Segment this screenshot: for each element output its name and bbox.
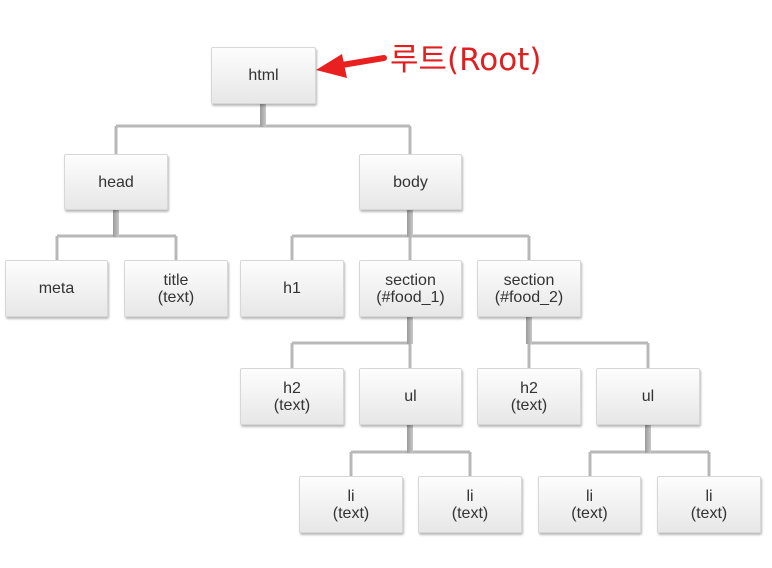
node-section-food-1: section (#food_1) (359, 260, 462, 317)
node-ul-a: ul (359, 368, 462, 425)
node-section-food-2: section (#food_2) (477, 260, 581, 317)
node-html: html (211, 47, 316, 104)
node-h2-b: h2 (text) (477, 368, 581, 425)
node-head: head (64, 154, 168, 210)
node-h2-a: h2 (text) (240, 368, 344, 425)
node-title: title (text) (124, 260, 228, 317)
node-ul-b: ul (596, 368, 700, 425)
node-li-4: li (text) (657, 476, 761, 533)
root-annotation: 루트(Root) (390, 42, 542, 78)
node-meta: meta (5, 260, 108, 317)
node-li-2: li (text) (418, 476, 522, 533)
arrow-icon (316, 54, 387, 78)
node-h1: h1 (240, 260, 344, 317)
node-li-1: li (text) (299, 476, 403, 533)
node-li-3: li (text) (538, 476, 641, 533)
node-body: body (359, 154, 462, 210)
